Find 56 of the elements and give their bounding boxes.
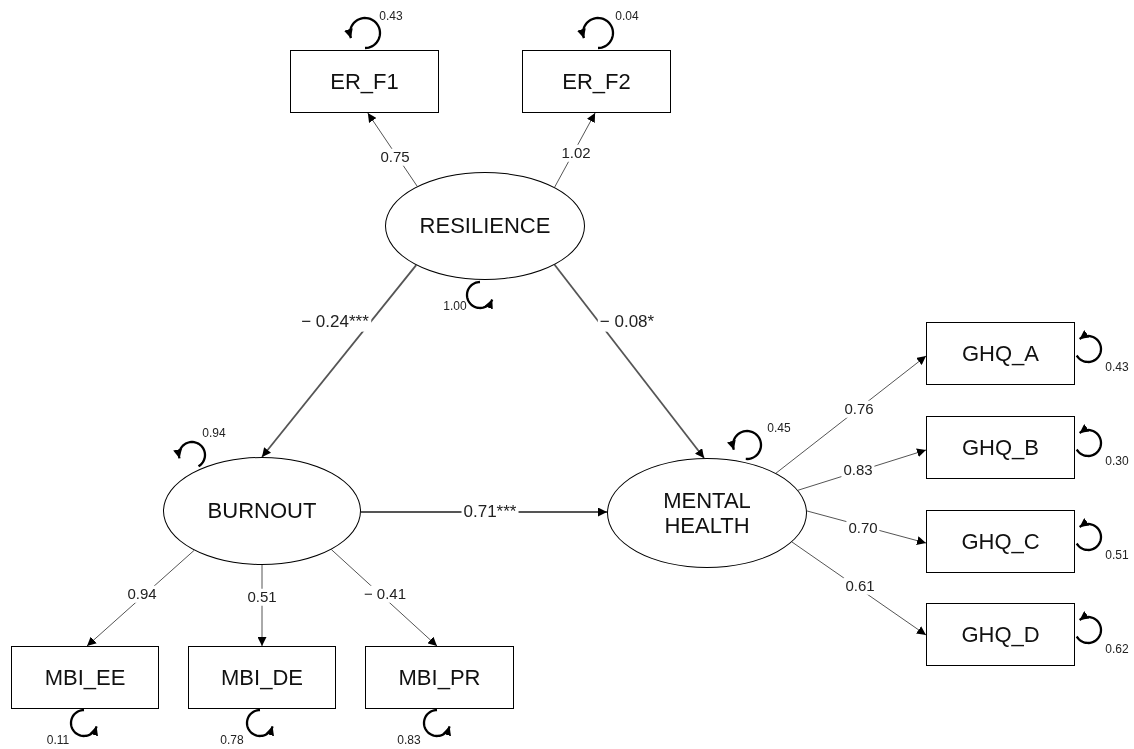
coefficient-label: 0.75 bbox=[378, 148, 412, 166]
coefficient-label: 0.76 bbox=[842, 400, 876, 418]
observed-variable-box bbox=[11, 646, 159, 709]
coefficient-label: − 0.24*** bbox=[299, 312, 371, 332]
observed-variable-box bbox=[365, 646, 514, 709]
variable-label: GHQ_A bbox=[962, 340, 1039, 367]
arrow bbox=[261, 264, 418, 458]
variance-label: 0.43 bbox=[1104, 361, 1130, 375]
observed-variable-box bbox=[290, 50, 439, 113]
variance-loop-arrow bbox=[245, 708, 274, 738]
variable-label: ER_F1 bbox=[330, 68, 399, 95]
observed-variable-box bbox=[188, 646, 336, 709]
variable-label: GHQ_D bbox=[961, 621, 1040, 648]
variable-label: BURNOUT bbox=[207, 498, 317, 524]
coefficient-label: 0.51 bbox=[245, 588, 279, 606]
observed-variable-box bbox=[926, 416, 1075, 479]
variance-loop-arrow bbox=[344, 16, 382, 50]
coefficient-label: 0.94 bbox=[125, 585, 159, 603]
variance-label: 0.78 bbox=[219, 734, 245, 748]
variance-loop-arrow bbox=[1075, 611, 1103, 645]
variance-label: 0.45 bbox=[766, 422, 792, 436]
variable-label: MBI_DE bbox=[221, 664, 303, 691]
observed-variable-box bbox=[522, 50, 671, 113]
variance-loop-arrow bbox=[1075, 518, 1103, 552]
variance-label: 0.43 bbox=[378, 10, 404, 24]
variance-loop-arrow bbox=[1075, 424, 1103, 458]
variable-label: MBI_EE bbox=[44, 664, 126, 691]
coefficient-label: − 0.08* bbox=[597, 312, 657, 332]
variance-loop-arrow bbox=[465, 280, 494, 310]
variable-label: RESILIENCE bbox=[419, 213, 551, 239]
variance-loop-arrow bbox=[1075, 330, 1103, 364]
variance-loop-arrow bbox=[173, 440, 207, 468]
coefficient-label: 1.02 bbox=[559, 144, 593, 162]
variance-label: 0.30 bbox=[1104, 455, 1130, 469]
variable-label: GHQ_B bbox=[962, 434, 1039, 461]
variance-label: 0.04 bbox=[614, 10, 640, 24]
variance-label: 0.94 bbox=[201, 427, 227, 441]
variance-loop-arrow bbox=[727, 429, 763, 461]
variance-label: 0.83 bbox=[396, 734, 422, 748]
observed-variable-box bbox=[926, 322, 1075, 385]
coefficient-label: − 0.41 bbox=[361, 585, 409, 603]
variance-label: 0.11 bbox=[45, 734, 71, 748]
variable-label: GHQ_C bbox=[961, 528, 1040, 555]
variance-loop-arrow bbox=[69, 708, 98, 738]
observed-variable-box bbox=[926, 510, 1075, 573]
coefficient-label: 0.61 bbox=[843, 577, 877, 595]
variable-label: ER_F2 bbox=[562, 68, 631, 95]
variance-loop-arrow bbox=[422, 708, 451, 738]
observed-variable-box bbox=[926, 603, 1075, 666]
variable-label: MENTAL HEALTH bbox=[662, 487, 752, 539]
arrow bbox=[553, 263, 705, 459]
variance-loop-arrow bbox=[577, 16, 615, 50]
variance-label: 0.51 bbox=[1104, 549, 1130, 563]
variance-label: 1.00 bbox=[442, 300, 468, 314]
variance-label: 0.62 bbox=[1104, 643, 1130, 657]
variable-label: MBI_PR bbox=[398, 664, 481, 691]
